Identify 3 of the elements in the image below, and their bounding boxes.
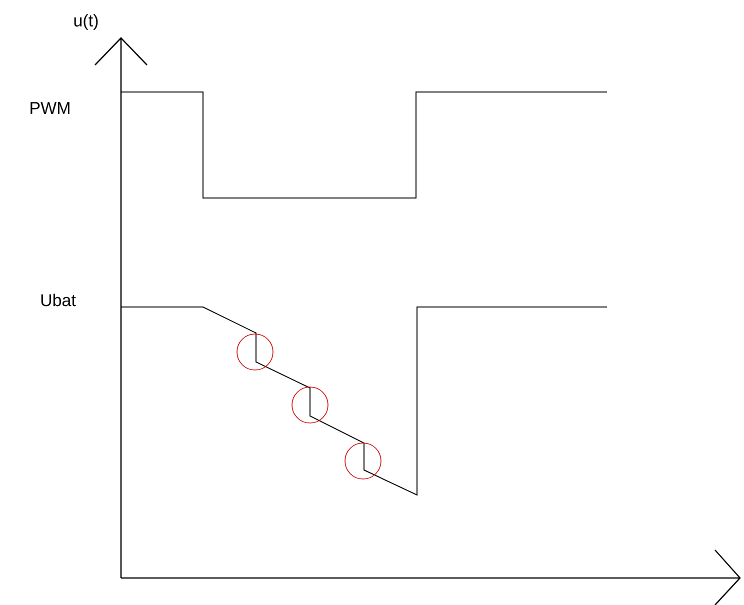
level-label: PWM bbox=[30, 102, 70, 114]
axis-label: u(t) bbox=[74, 14, 98, 30]
level-label: Ubat bbox=[41, 294, 76, 306]
